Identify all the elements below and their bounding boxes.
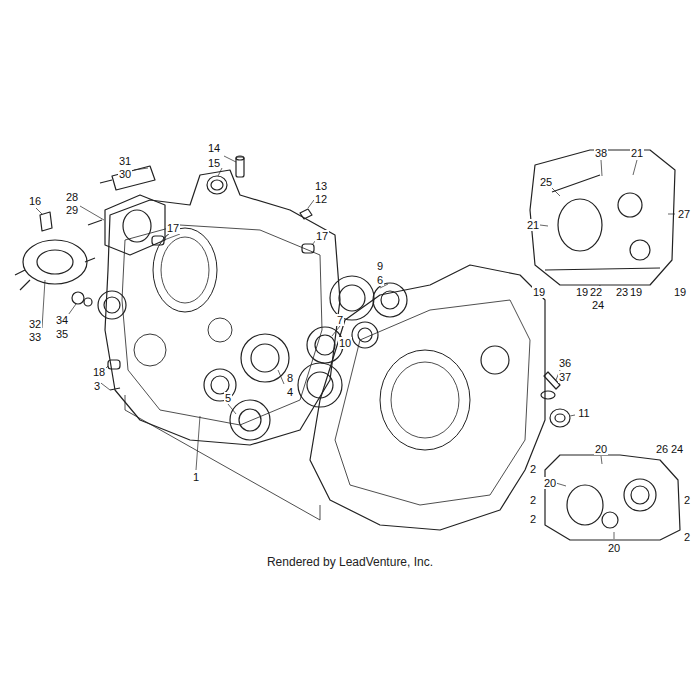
callout-number: 29 <box>65 204 79 216</box>
callout-number: 21 <box>630 147 644 159</box>
callout-number: 28 <box>65 191 79 203</box>
callout-number: 22 <box>589 286 603 298</box>
caption: Rendered by LeadVenture, Inc. <box>265 555 435 569</box>
callout-number: 7 <box>336 314 344 326</box>
callout-number: 17 <box>315 230 329 242</box>
callout-number: 35 <box>55 328 69 340</box>
callout-number: 20 <box>607 542 621 554</box>
callout-number: 3 <box>93 380 101 392</box>
callout-number: 17 <box>166 222 180 234</box>
callout-number: 9 <box>376 260 384 272</box>
callout-number: 18 <box>92 366 106 378</box>
callout-number: 8 <box>286 372 294 384</box>
callout-number: 2 <box>683 531 691 543</box>
callout-number: 25 <box>539 176 553 188</box>
callout-number: 20 <box>543 477 557 489</box>
callout-number: 20 <box>594 443 608 455</box>
callout-number: 4 <box>286 386 294 398</box>
callout-number: 23 <box>615 286 629 298</box>
callout-number: 19 <box>532 286 546 298</box>
callout-number: 27 <box>677 208 691 220</box>
callout-number: 24 <box>591 299 605 311</box>
callout-number: 14 <box>207 142 221 154</box>
callout-number: 16 <box>28 195 42 207</box>
callout-number: 15 <box>207 157 221 169</box>
callout-number: 19 <box>575 286 589 298</box>
callout-number: 38 <box>594 147 608 159</box>
callout-number: 19 <box>629 286 643 298</box>
callout-number: 5 <box>224 392 232 404</box>
callout-number: 37 <box>558 371 572 383</box>
callout-number: 24 <box>670 443 684 455</box>
callout-number: 2 <box>529 494 537 506</box>
callout-number: 33 <box>28 331 42 343</box>
callout-number: 6 <box>376 274 384 286</box>
callout-number: 2 <box>529 513 537 525</box>
callout-number: 13 <box>314 180 328 192</box>
callout-number: 1 <box>192 471 200 483</box>
callout-number: 19 <box>673 286 687 298</box>
callout-number: 11 <box>577 407 590 419</box>
callout-number: 30 <box>118 168 132 180</box>
callout-number: 31 <box>118 155 132 167</box>
callout-number: 26 <box>655 443 669 455</box>
callout-number: 21 <box>526 219 540 231</box>
callout-number: 34 <box>55 314 69 326</box>
callout-number: 10 <box>338 337 352 349</box>
callout-number: 32 <box>28 318 42 330</box>
callout-number: 2 <box>529 463 537 475</box>
callout-number: 36 <box>558 357 572 369</box>
callout-number: 12 <box>314 193 328 205</box>
callout-number: 2 <box>683 494 691 506</box>
